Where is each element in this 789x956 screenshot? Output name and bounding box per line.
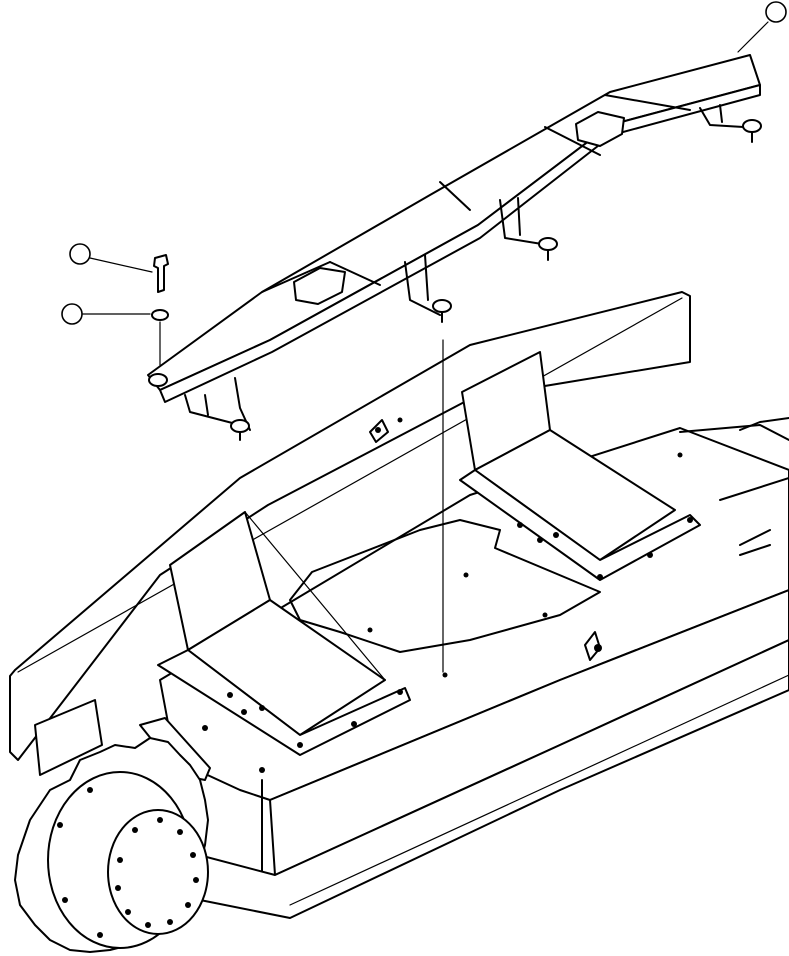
- callout-bolt: [69, 243, 153, 273]
- track-frame-center-recess: [289, 519, 601, 653]
- callout-washer: [61, 303, 151, 325]
- sprocket-assembly: [14, 737, 209, 953]
- final-drive-cover: [107, 809, 209, 935]
- frame-bolt-holes: [202, 417, 693, 773]
- track-frame-rear-wall: [9, 291, 691, 761]
- carrier-beam-front-face: [159, 84, 761, 403]
- mounting-bolt: [153, 254, 169, 293]
- mounting-washer: [151, 309, 169, 321]
- bolt-and-washer: [151, 254, 169, 366]
- carrier-beam-assembly: [147, 54, 762, 441]
- track-guide-right: [459, 351, 701, 581]
- track-guide-left: [157, 511, 411, 756]
- track-frame-bottom-skirt: [179, 639, 789, 919]
- callout-top-right: [737, 1, 787, 53]
